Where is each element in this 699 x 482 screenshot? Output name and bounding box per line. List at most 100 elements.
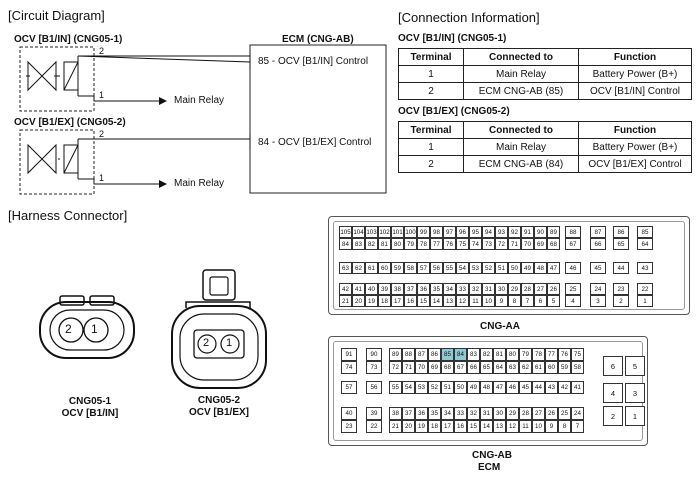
connector-pin: 35 [430,283,443,295]
connector-pin: 33 [454,407,467,420]
connector-pin: 8 [508,295,521,307]
connector-pin: 76 [443,238,456,250]
table-row: 2 ECM CNG-AB (85) OCV [B1/IN] Control [398,82,692,100]
cell-connected-to: ECM CNG-AB (85) [463,82,579,100]
table2-title: OCV [B1/EX] (CNG05-2) [398,106,510,117]
connector-pin: 64 [493,361,506,374]
connector-pin: 82 [365,238,378,250]
connector-pin: 18 [428,420,441,433]
connector-pin: 70 [415,361,428,374]
connector-pin: 48 [480,381,493,394]
connector-pin: 11 [519,420,532,433]
connector-pin: 35 [428,407,441,420]
connector-pin: 80 [391,238,404,250]
connector-pin: 78 [417,238,430,250]
connector-pin: 57 [341,381,357,394]
connector-pin: 61 [532,361,545,374]
connector-pin: 2 [613,295,629,307]
connector-pin: 77 [545,348,558,361]
cng05-2-pin2: 2 [203,337,210,349]
connector-pin: 105 [339,226,352,238]
connector-pin: 91 [521,226,534,238]
connector-pin: 8 [558,420,571,433]
cell-terminal: 1 [398,138,464,156]
connector-pin: 10 [482,295,495,307]
connector-pin: 25 [565,283,581,295]
connector-pin: 1 [637,295,653,307]
connector-pin: 11 [469,295,482,307]
connector-pin: 68 [547,238,560,250]
table-row: 1 Main Relay Battery Power (B+) [398,138,692,156]
connector-pin: 104 [352,226,365,238]
connector-pin: 31 [482,283,495,295]
connector-pin: 49 [467,381,480,394]
connector-pin: 9 [495,295,508,307]
connector-pin: 16 [454,420,467,433]
connector-pin: 77 [430,238,443,250]
ocv2-title: OCV [B1/EX] (CNG05-2) [14,117,126,128]
cng05-1-connector-shape [39,295,135,359]
connector-pin: 42 [558,381,571,394]
connector-pin: 22 [366,420,382,433]
connector-pin: 95 [469,226,482,238]
cng05-1-name: CNG05-1 [68,396,112,407]
cell-connected-to: Main Relay [463,138,579,156]
connector-pin: 2 [603,406,623,426]
connector-pin: 86 [613,226,629,238]
connector-pin: 21 [389,420,402,433]
connector-pin: 79 [519,348,532,361]
table-row: 2 ECM CNG-AB (84) OCV [B1/EX] Control [398,155,692,173]
table-row: 1 Main Relay Battery Power (B+) [398,65,692,83]
connector-pin: 66 [467,361,480,374]
connector-pin: 27 [534,283,547,295]
connector-pin: 13 [493,420,506,433]
connector-pin: 92 [508,226,521,238]
connector-pin: 15 [467,420,480,433]
connector-pin: 96 [456,226,469,238]
connector-pin: 85 [637,226,653,238]
connector-pin: 12 [456,295,469,307]
connector-pin: 44 [532,381,545,394]
cng-aa-label: CNG-AA [480,321,520,332]
ocv1-connection-table: Terminal Connected to Function 1 Main Re… [398,48,692,100]
connector-pin: 82 [480,348,493,361]
connector-pin: 69 [534,238,547,250]
connector-pin: 6 [603,356,623,376]
connector-pin: 52 [482,262,495,274]
harness-connector-heading: [Harness Connector] [8,208,128,223]
connector-pin: 84 [339,238,352,250]
connector-pin: 38 [391,283,404,295]
connection-info-heading: [Connection Information] [398,10,540,25]
connector-pin: 37 [402,407,415,420]
connector-pin: 3 [625,383,645,403]
connector-pin: 85 [441,348,454,361]
connector-pin: 51 [441,381,454,394]
connector-pin: 3 [590,295,606,307]
ecm-pin84-label: 84 - OCV [B1/EX] Control [258,137,372,148]
ocv2-main-relay-label: Main Relay [174,178,225,189]
connector-pin: 32 [469,283,482,295]
header-connected-to: Connected to [463,121,579,139]
connector-pin: 50 [454,381,467,394]
connector-pin: 21 [339,295,352,307]
connector-pin: 98 [430,226,443,238]
connector-pin: 86 [428,348,441,361]
connector-pin: 47 [493,381,506,394]
connector-pin: 83 [352,238,365,250]
cng05-2-name: CNG05-2 [197,395,241,406]
circuit-diagram [19,44,387,195]
header-function: Function [578,121,692,139]
header-terminal: Terminal [398,48,464,66]
connector-pin: 34 [441,407,454,420]
connector-pin: 55 [389,381,402,394]
cng05-2-connector-shape [171,269,267,389]
connector-pin: 54 [402,381,415,394]
ecm-title: ECM (CNG-AB) [282,34,354,45]
cell-function: OCV [B1/IN] Control [578,82,692,100]
connector-pin: 56 [430,262,443,274]
connector-pin: 24 [590,283,606,295]
cell-function: OCV [B1/EX] Control [578,155,692,173]
connector-pin: 31 [480,407,493,420]
table-header-row: Terminal Connected to Function [398,48,692,66]
connector-pin: 7 [521,295,534,307]
